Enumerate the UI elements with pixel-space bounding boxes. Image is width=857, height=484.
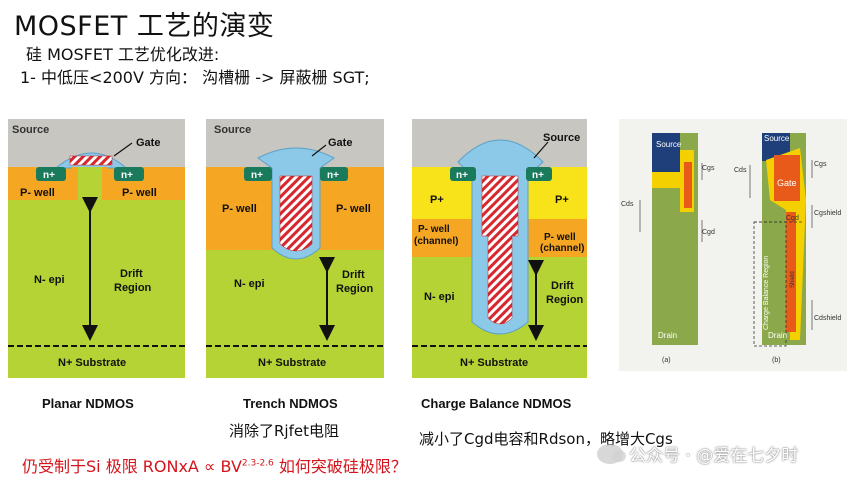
sgt-b-region: Charge Balance Region — [763, 256, 770, 330]
charge-pwell-right-1: P- well — [544, 232, 576, 243]
charge-balance-diagram — [412, 119, 587, 378]
sgt-b-cgd: Cgd — [786, 215, 799, 222]
watermark: 公众号 · @爱在七夕时 — [597, 441, 798, 466]
sgt-b-cds: Cds — [734, 167, 747, 174]
charge-substrate-label: N+ Substrate — [460, 357, 528, 369]
sgt-b-source: Source — [764, 134, 790, 143]
trench-source-label: Source — [214, 124, 251, 136]
charge-pwell-right-2: (channel) — [540, 243, 584, 254]
charge-source-label-right: Source — [543, 132, 580, 144]
charge-pplus-left: P+ — [430, 194, 444, 206]
sgt-a-source: Source — [656, 140, 682, 149]
sgt-b-cgshield: Cgshield — [814, 210, 841, 217]
trench-pwell-left: P- well — [222, 203, 257, 215]
trench-diagram — [206, 119, 384, 378]
planar-substrate-label: N+ Substrate — [58, 357, 126, 369]
trench-nplus-right: n+ — [327, 170, 339, 181]
silicon-limit-suffix: 如何突破硅极限？ — [273, 457, 407, 476]
sgt-b-cdshield: Cdshield — [814, 315, 841, 322]
planar-pwell-right: P- well — [122, 187, 157, 199]
trench-drift-label-1: Drift — [342, 269, 365, 281]
charge-drift-label-2: Region — [546, 294, 584, 306]
sgt-b-caption: (b) — [772, 357, 781, 364]
watermark-text: 公众号 · @爱在七夕时 — [629, 446, 799, 466]
planar-drift-label-2: Region — [114, 282, 152, 294]
sgt-a-cgd: Cgd — [702, 229, 715, 236]
sgt-figure — [619, 119, 847, 371]
sgt-a-caption: (a) — [662, 357, 671, 364]
planar-nplus-left: n+ — [43, 170, 55, 181]
silicon-limit-prefix: 仍受制于Si 极限 RONxA ∝ BV — [22, 457, 242, 476]
trench-pwell-right: P- well — [336, 203, 371, 215]
page-title: MOSFET 工艺的演变 — [14, 11, 275, 42]
sgt-a-cds: Cds — [621, 201, 634, 208]
subtitle-line-1: 硅 MOSFET 工艺优化改进: — [26, 45, 220, 64]
trench-substrate-label: N+ Substrate — [258, 357, 326, 369]
trench-note: 消除了Rjfet电阻 — [229, 422, 339, 440]
charge-drift-label-1: Drift — [551, 280, 574, 292]
planar-source-label: Source — [12, 124, 49, 136]
trench-caption: Trench NDMOS — [243, 396, 338, 411]
charge-nplus-left: n+ — [456, 170, 468, 181]
silicon-limit-note: 仍受制于Si 极限 RONxA ∝ BV2.3-2.6 如何突破硅极限？ — [22, 453, 407, 477]
planar-nepi-label: N- epi — [34, 274, 65, 286]
planar-pwell-left: P- well — [20, 187, 55, 199]
sgt-a-cgs: Cgs — [702, 165, 715, 172]
sgt-a-drain: Drain — [658, 331, 677, 340]
planar-diagram — [8, 119, 185, 378]
trench-gate-label: Gate — [328, 137, 352, 149]
planar-nplus-right: n+ — [121, 170, 133, 181]
charge-nplus-right: n+ — [532, 170, 544, 181]
sgt-b-drain: Drain — [768, 331, 787, 340]
trench-drift-label-2: Region — [336, 283, 374, 295]
charge-nepi-label: N- epi — [424, 291, 455, 303]
sgt-b-cgs: Cgs — [814, 161, 827, 168]
charge-pwell-left-1: P- well — [418, 224, 450, 235]
charge-pwell-left-2: (channel) — [414, 236, 458, 247]
charge-caption: Charge Balance NDMOS — [421, 396, 572, 411]
sgt-b-shield: Shield — [790, 271, 796, 288]
subtitle-line-2: 1- 中低压<200V 方向： 沟槽栅 -> 屏蔽栅 SGT; — [20, 68, 370, 87]
sgt-b-gate: Gate — [777, 178, 797, 188]
planar-caption: Planar NDMOS — [42, 396, 134, 411]
planar-drift-label-1: Drift — [120, 268, 143, 280]
wechat-icon — [597, 443, 626, 464]
charge-pplus-right: P+ — [555, 194, 569, 206]
planar-gate-label: Gate — [136, 137, 160, 149]
trench-nepi-label: N- epi — [234, 278, 265, 290]
silicon-limit-exponent: 2.3-2.6 — [241, 458, 274, 469]
trench-nplus-left: n+ — [251, 170, 263, 181]
